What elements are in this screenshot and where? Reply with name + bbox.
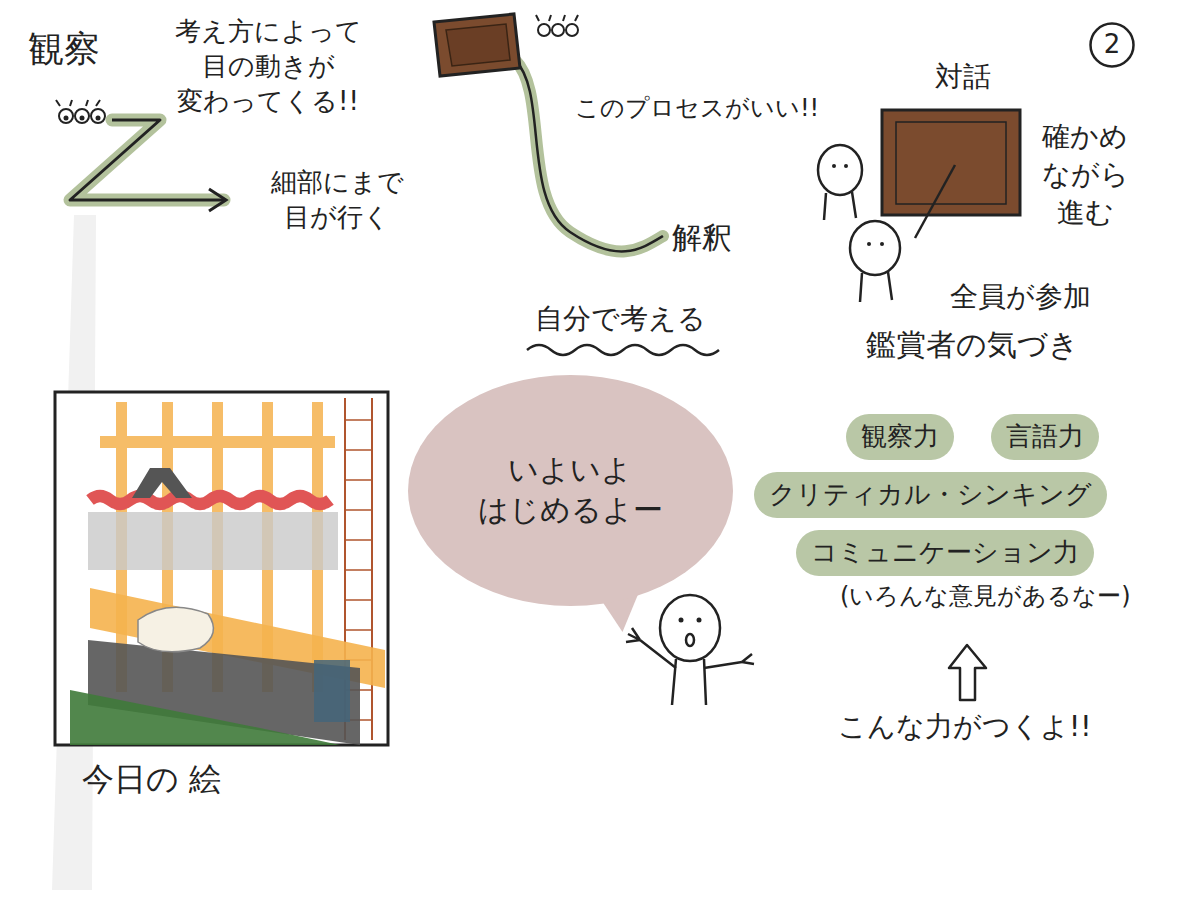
blue-block — [314, 660, 350, 722]
skill-highlight: クリティカル・シンキング — [754, 472, 1107, 518]
hands — [626, 628, 754, 664]
circle-outline — [1091, 24, 1134, 67]
eye-dot — [867, 242, 871, 246]
viewer-figure — [850, 221, 900, 302]
head — [818, 145, 862, 195]
eye-dot — [679, 618, 684, 623]
circled-number: 2 — [1089, 22, 1135, 68]
sketch-note-label: 全員が参加 — [950, 278, 1091, 316]
eye — [75, 109, 89, 123]
painting-icon — [434, 14, 520, 76]
green-highlight — [991, 414, 1099, 460]
painting-sketch — [55, 392, 388, 745]
eye-dot — [832, 164, 836, 168]
eye — [91, 109, 105, 123]
z-arrow — [70, 120, 224, 200]
sketch-note-label: 対話 — [935, 58, 991, 96]
body — [860, 272, 892, 302]
painting-frame — [896, 122, 1006, 204]
green-highlight — [846, 414, 954, 460]
node-text: いよいよ はじめるよー — [473, 450, 668, 531]
speech-bubble: いよいよ はじめるよー — [408, 375, 733, 606]
eye-lashes — [56, 100, 100, 106]
green-highlight — [754, 472, 1107, 518]
eye — [552, 24, 564, 36]
dialogue-painting — [882, 110, 1020, 215]
grey-band — [88, 512, 338, 570]
sketch-note-label: このプロセスがいい!! — [575, 92, 819, 124]
sketch-note-label: 解釈 — [672, 218, 732, 259]
node-text: クリティカル・シンキング — [769, 477, 1092, 512]
mouth — [686, 634, 694, 646]
pupil — [96, 116, 101, 121]
eye — [566, 24, 578, 36]
head — [850, 221, 900, 275]
sketch-note-label: 自分で考える — [535, 300, 706, 338]
bubble-body — [408, 375, 733, 606]
sketch-note-label: 鑑賞者の気づき — [866, 325, 1079, 366]
sketch-frame — [55, 392, 388, 745]
eyes-icon — [536, 15, 578, 36]
skill-highlight: 観察力 — [846, 414, 954, 460]
pupil — [64, 116, 69, 121]
arms — [640, 640, 742, 668]
green-ground — [70, 690, 340, 745]
process-curve-highlight — [515, 60, 663, 251]
node-text: 観察力 — [861, 419, 939, 454]
sketch-note-label: 今日の 絵 — [82, 758, 221, 801]
wavy-underline — [527, 345, 719, 355]
eye-dot — [880, 242, 884, 246]
head — [660, 595, 720, 661]
pupil — [80, 116, 85, 121]
eye-dot — [844, 164, 848, 168]
sketch-note-label: 考え方によって 目の動きが 変わってくる!! — [158, 14, 378, 119]
painting-inner — [446, 24, 510, 66]
node-text: 2 — [1104, 27, 1121, 62]
dark-ornament — [132, 468, 192, 498]
eyes-icon — [56, 100, 105, 123]
figure-blob — [138, 607, 213, 652]
process-curve — [515, 60, 663, 251]
presenter-figure — [626, 595, 754, 705]
sketch-note-label: こんな力がつくよ!! — [838, 708, 1091, 746]
red-band — [90, 496, 330, 504]
viewer-figure — [818, 145, 862, 220]
eye — [538, 24, 550, 36]
up-arrow — [949, 645, 986, 700]
beam — [100, 436, 335, 448]
body — [824, 192, 856, 220]
node-text: コミュニケーション力 — [811, 535, 1079, 570]
skill-highlight: 言語力 — [991, 414, 1099, 460]
node-text: 言語力 — [1006, 419, 1084, 454]
node-shape — [408, 375, 733, 606]
sketch-note-label: 確かめ ながら 進む — [1030, 118, 1140, 231]
skill-highlight: コミュニケーション力 — [796, 530, 1094, 576]
sketch-note-label: 観察 — [28, 25, 100, 74]
pointing-line — [915, 165, 955, 238]
z-arrow-highlight — [70, 120, 224, 200]
eye — [59, 109, 73, 123]
eye-dot — [697, 618, 702, 623]
green-highlight — [796, 530, 1094, 576]
arrow-head — [209, 189, 226, 211]
body — [672, 659, 706, 705]
sketch-note-label: (いろんな意見があるなー) — [840, 580, 1131, 612]
sketch-note-label: 細部にまで 目が行く — [262, 165, 412, 235]
eye-lashes — [536, 15, 578, 21]
